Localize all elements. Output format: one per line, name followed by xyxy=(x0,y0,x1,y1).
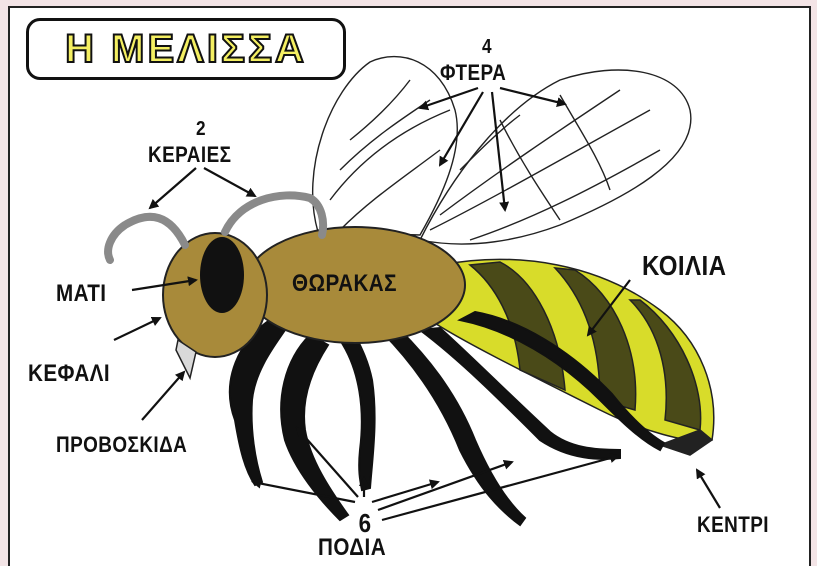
wings-label: ΦΤΕΡΑ xyxy=(440,60,506,86)
thorax-label: ΘΩΡΑΚΑΣ xyxy=(292,270,397,298)
proboscis-label: ΠΡΟΒΟΣΚΙΔΑ xyxy=(56,432,187,458)
eye xyxy=(200,237,244,313)
eye-label: ΜΑΤΙ xyxy=(56,280,106,308)
wings-count-label: 4 xyxy=(474,36,500,59)
antennae-count-label: 2 xyxy=(188,118,214,141)
stinger-label: ΚΕΝΤΡΙ xyxy=(697,512,769,538)
abdomen-label: ΚΟΙΛΙΑ xyxy=(642,250,726,282)
legs-label: ΠΟΔΙΑ xyxy=(318,534,386,562)
antennae-label: ΚΕΡΑΙΕΣ xyxy=(148,142,231,168)
head-label: ΚΕΦΑΛΙ xyxy=(28,360,110,388)
